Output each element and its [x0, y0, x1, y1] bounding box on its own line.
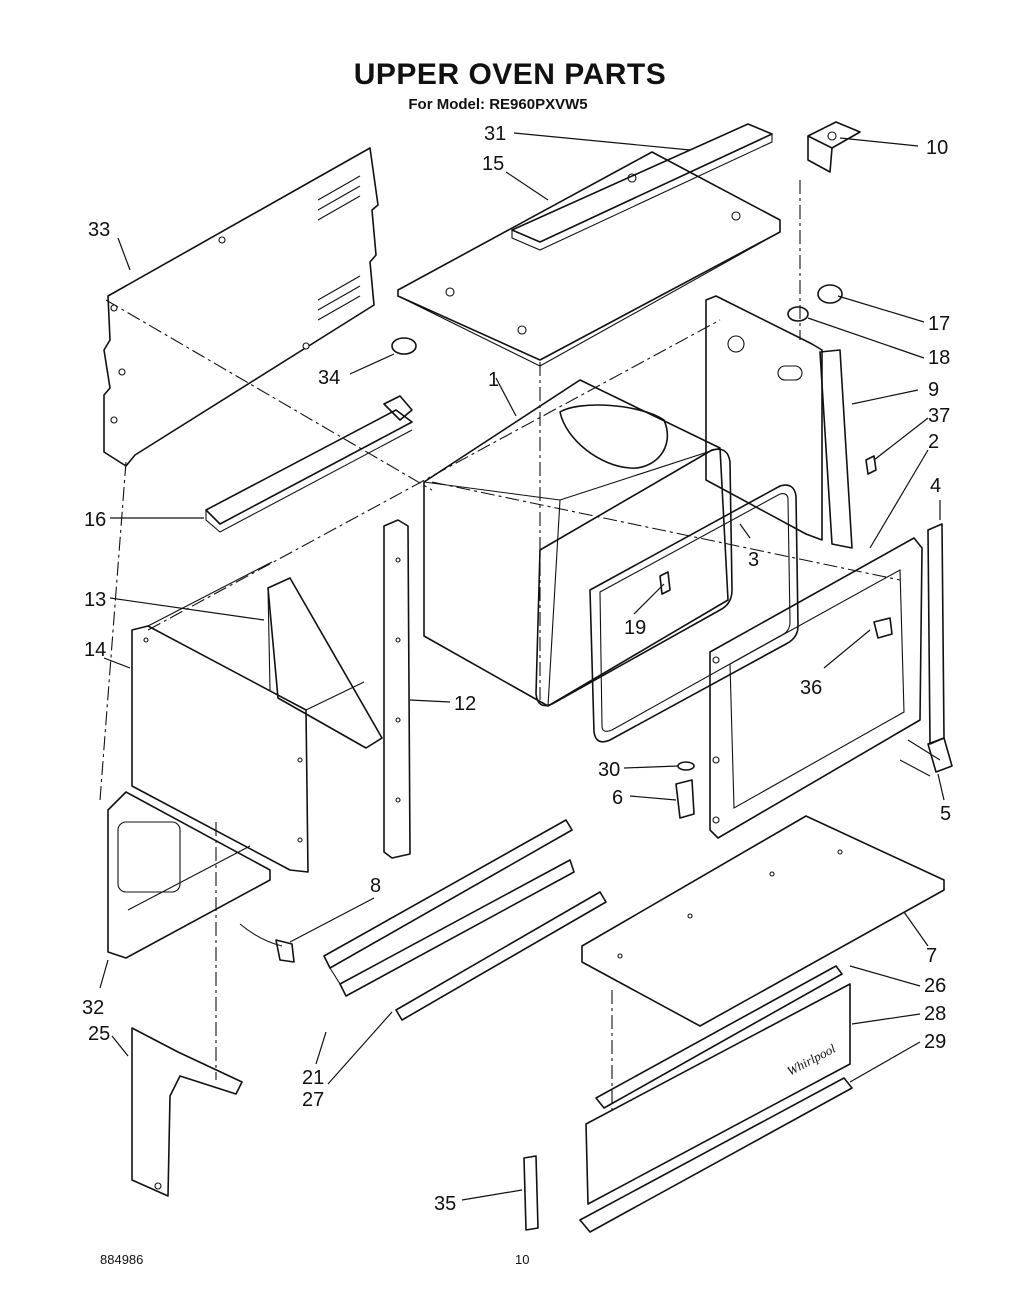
callout-9: 9: [928, 379, 939, 401]
model-subtitle: For Model: RE960PXVW5: [408, 96, 588, 113]
callout-19: 19: [624, 617, 646, 639]
callout-29: 29: [924, 1031, 946, 1053]
callout-4: 4: [930, 475, 941, 497]
part-4-trim-strip: [927, 523, 945, 745]
part-37-clip: [865, 455, 877, 475]
callout-10: 10: [926, 137, 948, 159]
callout-16: 16: [84, 509, 106, 531]
callout-labels: 31 15 10 33 17 18 34 1 9 37 2 4 16 3 13 …: [82, 123, 951, 1215]
callout-36: 36: [800, 677, 822, 699]
page-number: 10: [515, 1252, 530, 1267]
part-13-bracket: [267, 577, 383, 749]
part-26-rail: [595, 965, 843, 1109]
callout-37: 37: [928, 405, 950, 427]
part-33-rear-panel: [103, 147, 379, 467]
callout-15: 15: [482, 153, 504, 175]
leader-lines: [99, 132, 945, 1201]
part-12-vertical-channel: [383, 519, 411, 859]
callout-6: 6: [612, 787, 623, 809]
part-6-bracket: [675, 779, 695, 819]
callout-7: 7: [926, 945, 937, 967]
part-29-lower-trim: [579, 1077, 853, 1233]
callout-18: 18: [928, 347, 950, 369]
callout-1: 1: [488, 369, 499, 391]
part-9-side-trim: [705, 295, 853, 549]
part-36-latch: [873, 617, 893, 639]
part-27-tube: [395, 891, 607, 1021]
callout-3: 3: [748, 549, 759, 571]
callout-5: 5: [940, 803, 951, 825]
callout-27: 27: [302, 1089, 324, 1111]
callout-13: 13: [84, 589, 106, 611]
callout-17: 17: [928, 313, 950, 335]
callout-28: 28: [924, 1003, 946, 1025]
part-14-side-panel: [131, 561, 365, 873]
part-32-lower-side-panel: [107, 791, 271, 959]
part-30-washer: [677, 761, 695, 771]
callout-21: 21: [302, 1067, 324, 1089]
part-17-socket: [817, 284, 843, 304]
callout-35: 35: [434, 1193, 456, 1215]
part-31-top-rail: [511, 123, 773, 251]
callout-31: 31: [484, 123, 506, 145]
part-2-door-frame: [709, 537, 923, 839]
part-15-top-panel: [397, 151, 781, 367]
part-5-hinge: [899, 737, 953, 777]
assembly-lines: [99, 180, 901, 1110]
part-18-bulb: [787, 306, 809, 322]
part-19-clip: [659, 571, 671, 595]
part-28-kick-panel: [585, 983, 851, 1205]
callout-34: 34: [318, 367, 340, 389]
part-34-knob: [391, 337, 417, 355]
part-7-bottom-panel: [581, 815, 945, 1027]
part-3-door-gasket: [535, 448, 799, 743]
callout-12: 12: [454, 693, 476, 715]
brand-mark: Whirlpool: [784, 1040, 838, 1078]
part-1-oven-liner: [423, 379, 729, 707]
callout-30: 30: [598, 759, 620, 781]
part-21-lower-rail: [323, 819, 575, 997]
part-16-rail: [205, 395, 413, 533]
part-25-corner-bracket: [131, 1027, 243, 1197]
callout-8: 8: [370, 875, 381, 897]
part-10-bracket: [807, 121, 861, 173]
callout-2: 2: [928, 431, 939, 453]
document-number: 884986: [100, 1252, 144, 1267]
callout-25: 25: [88, 1023, 110, 1045]
callout-26: 26: [924, 975, 946, 997]
callout-33: 33: [88, 219, 110, 241]
part-35-post: [523, 1155, 539, 1231]
callout-14: 14: [84, 639, 106, 661]
part-8-wire-terminal: [239, 923, 295, 963]
callout-32: 32: [82, 997, 104, 1019]
diagram-title: UPPER OVEN PARTS: [353, 58, 667, 91]
